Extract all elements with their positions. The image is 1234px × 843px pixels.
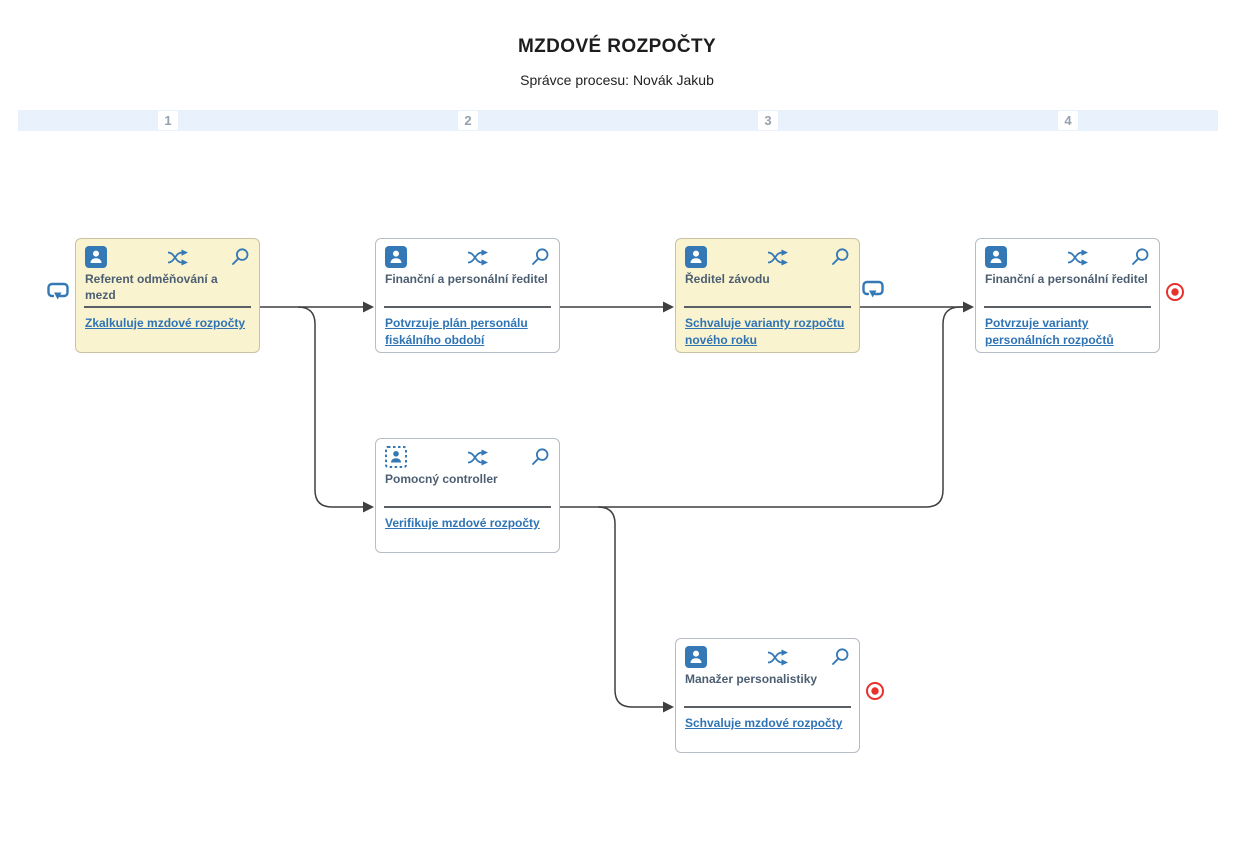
task-link[interactable]: Schvaluje mzdové rozpočty [685, 716, 843, 730]
card-toolbar [385, 446, 550, 468]
task-link[interactable]: Verifikuje mzdové rozpočty [385, 516, 540, 530]
shuffle-connections-icon[interactable] [1066, 249, 1090, 266]
card-toolbar [385, 246, 550, 268]
magnifier-icon[interactable] [1130, 247, 1150, 267]
magnifier-icon[interactable] [830, 247, 850, 267]
column-number-4: 4 [1058, 111, 1078, 130]
task-card-1: Referent odměňování a mezd Zkalkuluje mz… [75, 238, 260, 353]
task-card-3: Ředitel závodu Schvaluje varianty rozpoč… [675, 238, 860, 353]
role-person-icon[interactable] [85, 246, 107, 268]
task-card-4: Finanční a personální ředitel Potvrzuje … [975, 238, 1160, 353]
task-link[interactable]: Zkalkuluje mzdové rozpočty [85, 316, 246, 330]
shuffle-connections-icon[interactable] [766, 249, 790, 266]
role-person-icon[interactable] [685, 646, 707, 668]
magnifier-icon[interactable] [530, 247, 550, 267]
shuffle-connections-icon[interactable] [466, 249, 490, 266]
column-header-band: 1 2 3 4 [18, 110, 1218, 131]
process-end-icon [1165, 282, 1185, 302]
task-link[interactable]: Potvrzuje plán personálu fiskálního obdo… [385, 316, 528, 348]
shuffle-connections-icon[interactable] [766, 649, 790, 666]
page-title: MZDOVÉ ROZPOČTY [517, 36, 717, 57]
role-person-icon[interactable] [685, 246, 707, 268]
role-name: Manažer personalistiky [685, 672, 818, 686]
task-link[interactable]: Schvaluje varianty rozpočtu nového roku [685, 316, 845, 348]
role-name: Referent odměňování a mezd [85, 272, 218, 303]
card-toolbar [85, 246, 250, 268]
role-name: Ředitel závodu [685, 272, 770, 286]
task-card-2: Finanční a personální ředitel Potvrzuje … [375, 238, 560, 353]
role-name: Pomocný controller [385, 472, 498, 486]
card-toolbar [985, 246, 1150, 268]
column-number-3: 3 [758, 111, 778, 130]
loop-connector-icon[interactable] [860, 276, 886, 300]
card-toolbar [685, 246, 850, 268]
process-end-icon [865, 681, 885, 701]
role-person-dashed-icon[interactable] [385, 446, 407, 468]
card-divider [384, 306, 551, 308]
shuffle-connections-icon[interactable] [166, 249, 190, 266]
card-toolbar [685, 646, 850, 668]
process-owner-subtitle: Správce procesu: Novák Jakub [520, 72, 714, 88]
role-name: Finanční a personální ředitel [385, 272, 548, 286]
column-number-2: 2 [458, 111, 478, 130]
shuffle-connections-icon[interactable] [466, 449, 490, 466]
magnifier-icon[interactable] [830, 647, 850, 667]
role-person-icon[interactable] [385, 246, 407, 268]
loop-connector-icon[interactable] [45, 278, 71, 302]
role-name: Finanční a personální ředitel [985, 272, 1148, 286]
task-card-5: Pomocný controller Verifikuje mzdové roz… [375, 438, 560, 553]
task-card-6: Manažer personalistiky Schvaluje mzdové … [675, 638, 860, 753]
magnifier-icon[interactable] [530, 447, 550, 467]
card-divider [384, 506, 551, 508]
task-link[interactable]: Potvrzuje varianty personálních rozpočtů [985, 316, 1114, 348]
card-divider [684, 306, 851, 308]
column-number-1: 1 [158, 111, 178, 130]
card-divider [84, 306, 251, 308]
role-person-icon[interactable] [985, 246, 1007, 268]
magnifier-icon[interactable] [230, 247, 250, 267]
card-divider [684, 706, 851, 708]
card-divider [984, 306, 1151, 308]
